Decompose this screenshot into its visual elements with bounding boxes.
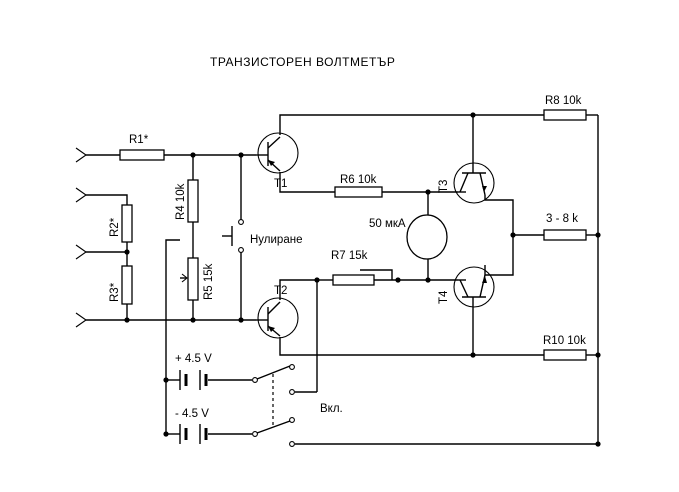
- label-meter: 50 мкА: [369, 218, 406, 230]
- transistor-t4: [453, 266, 495, 308]
- resistor-r4: [187, 179, 199, 223]
- label-r1: R1*: [129, 134, 149, 146]
- label-power-switch: Вкл.: [320, 403, 343, 415]
- transistor-t3: [453, 162, 495, 204]
- resistor-r8: [543, 109, 587, 121]
- label-r7: R7 15k: [331, 250, 368, 262]
- label-battery-negative: - 4.5 V: [175, 408, 209, 420]
- transistor-t1: [256, 132, 299, 174]
- resistor-r2: [121, 204, 133, 243]
- label-r10: R10 10k: [543, 335, 586, 347]
- label-t1: T1: [274, 178, 287, 190]
- label-r5: R5 15k: [203, 263, 215, 300]
- zero-button[interactable]: [222, 219, 244, 253]
- microammeter: [406, 214, 448, 260]
- transistor-t2: [256, 297, 299, 339]
- potentiometer-r7: [332, 274, 375, 286]
- junction-dots: [124, 112, 601, 447]
- resistor-r1: [119, 149, 165, 161]
- label-r2: R2*: [109, 217, 121, 237]
- label-r8: R8 10k: [545, 95, 582, 107]
- power-switch[interactable]: [252, 364, 295, 447]
- label-t4: T4: [438, 290, 450, 304]
- label-battery-positive: + 4.5 V: [175, 353, 212, 365]
- label-zero-button: Нулиране: [250, 234, 302, 246]
- wires: [86, 114, 599, 445]
- potentiometer-r5: [187, 257, 199, 301]
- battery-negative: [179, 424, 208, 444]
- resistor-r6: [334, 186, 383, 198]
- label-r9: 3 - 8 k: [546, 213, 578, 225]
- label-r6: R6 10k: [340, 174, 377, 186]
- label-r3: R3*: [109, 282, 121, 302]
- resistor-r10: [543, 349, 587, 361]
- label-r4: R4 10k: [175, 183, 187, 220]
- battery-positive: [179, 370, 208, 390]
- input-terminals: [75, 147, 87, 328]
- label-t3: T3: [438, 180, 450, 193]
- resistor-r9: [543, 229, 587, 241]
- resistor-r3: [121, 265, 133, 305]
- label-t2: T2: [274, 285, 287, 297]
- diagram-title: ТРАНЗИСТОРЕН ВОЛТМЕТЪР: [210, 55, 395, 69]
